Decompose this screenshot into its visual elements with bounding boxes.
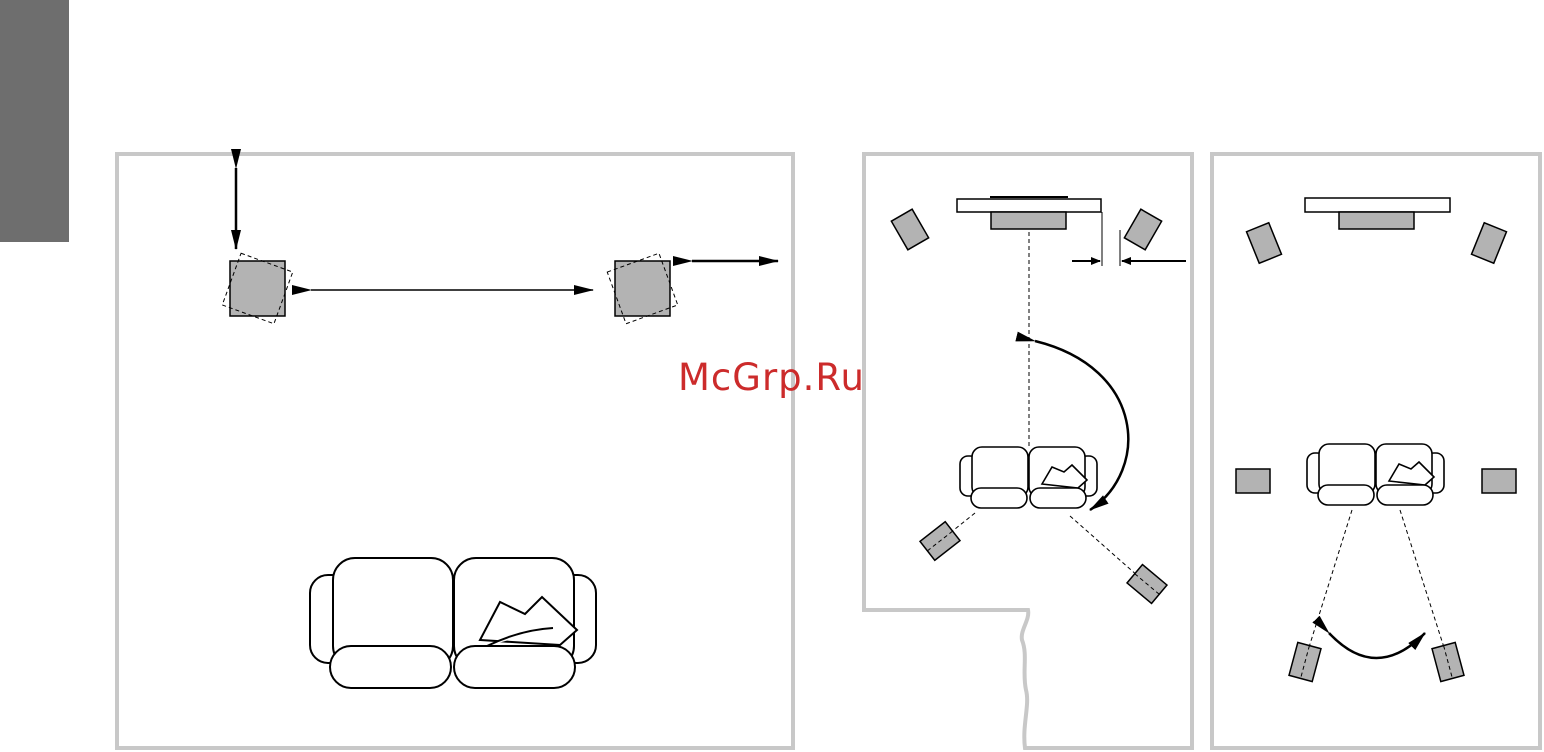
front-right-speaker [607,253,677,323]
surround-rect-diagram [1212,154,1540,748]
watermark: McGrp.Ru [678,356,865,399]
front-right-speaker [1472,223,1507,264]
side-right-speaker [1482,469,1516,493]
side-left-speaker [1236,469,1270,493]
stereo-diagram [117,154,793,748]
rear-right-speaker [1432,642,1464,681]
sofa-icon [310,558,596,688]
rear-right-sightline [1400,510,1448,660]
tv-icon [1305,198,1450,229]
sofa-icon [1307,444,1444,505]
front-right-speaker [1124,209,1161,250]
sofa-icon [960,447,1097,508]
front-left-speaker [1247,223,1282,264]
rear-right-speaker [1127,565,1167,604]
front-left-speaker [891,209,928,250]
tv-icon [957,197,1101,229]
front-left-speaker [222,253,292,323]
rear-left-speaker [1289,642,1321,681]
rear-left-speaker [920,522,960,561]
surround-corner-diagram [864,154,1192,748]
rear-left-sightline [1305,510,1352,660]
angle-arc-arrow [1329,633,1425,658]
